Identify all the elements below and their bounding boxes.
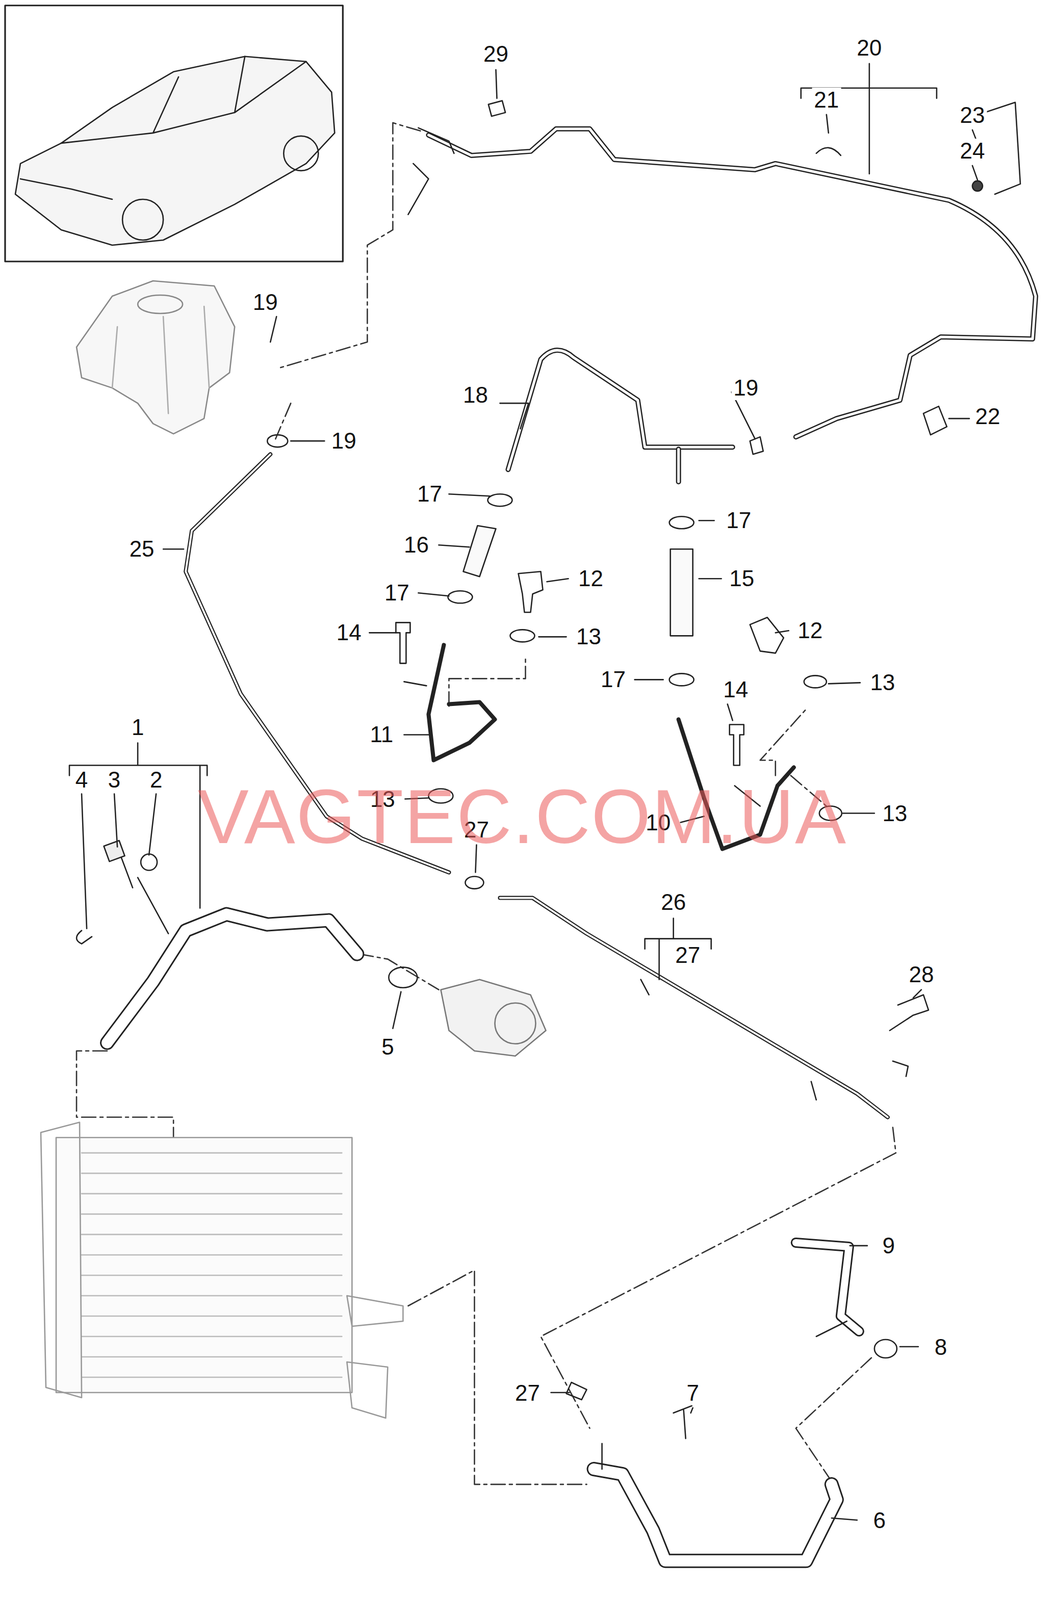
callout-number: 29 bbox=[481, 41, 511, 67]
callout-number: 23 bbox=[957, 103, 987, 128]
callout-number: 17 bbox=[382, 580, 412, 606]
callout-number: 6 bbox=[871, 1508, 888, 1534]
callout-number: 7 bbox=[684, 1381, 701, 1406]
callout-number: 24 bbox=[957, 138, 987, 164]
callout-number: 19 bbox=[329, 428, 359, 454]
callout-number: 20 bbox=[854, 35, 884, 61]
callout-number: 27 bbox=[512, 1381, 543, 1406]
callout-number: 13 bbox=[880, 801, 910, 827]
callout-number: 8 bbox=[932, 1335, 949, 1360]
callout-number: 14 bbox=[721, 677, 751, 703]
callout-number: 19 bbox=[250, 290, 280, 315]
callout-number: 1 bbox=[129, 715, 146, 740]
callout-number: 28 bbox=[906, 962, 936, 988]
callout-number: 4 bbox=[73, 767, 90, 793]
callout-number: 12 bbox=[576, 566, 606, 591]
callout-number: 21 bbox=[811, 87, 841, 113]
callout-number: 9 bbox=[880, 1234, 897, 1259]
callout-number: 3 bbox=[106, 767, 123, 793]
callout-number: 13 bbox=[574, 624, 604, 650]
callout-number: 18 bbox=[460, 382, 491, 408]
callout-number: 27 bbox=[673, 943, 703, 968]
callout-number: 26 bbox=[658, 890, 688, 915]
callout-number: 13 bbox=[867, 670, 897, 696]
callout-number: 17 bbox=[724, 508, 754, 533]
callout-number: 19 bbox=[731, 375, 761, 401]
callout-number: 15 bbox=[727, 566, 757, 591]
callout-number: 17 bbox=[415, 481, 445, 507]
callout-number: 25 bbox=[127, 536, 157, 562]
callout-number: 16 bbox=[401, 532, 431, 558]
callout-number: 17 bbox=[598, 667, 628, 692]
callout-number: 22 bbox=[972, 404, 1002, 429]
watermark: VAGTEC.COM.UA bbox=[197, 778, 847, 856]
callout-number: 11 bbox=[368, 722, 396, 748]
callout-number: 12 bbox=[795, 618, 825, 644]
callout-number: 5 bbox=[379, 1035, 396, 1060]
callout-number: 2 bbox=[147, 767, 165, 793]
callout-number: 14 bbox=[334, 620, 364, 646]
